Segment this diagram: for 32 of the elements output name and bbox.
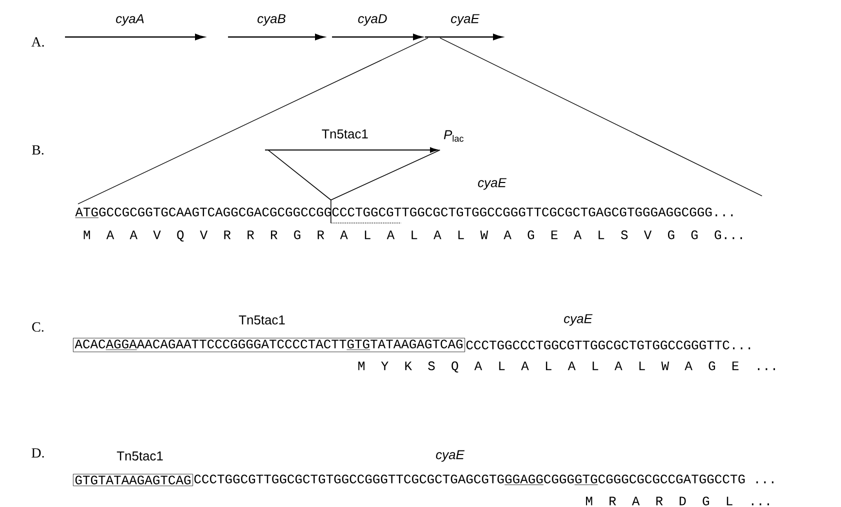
gene-label: cyaB bbox=[258, 14, 286, 26]
panel-letter: B. bbox=[32, 145, 44, 155]
node-label: GTG bbox=[347, 340, 370, 348]
label: GGAGG bbox=[505, 474, 543, 484]
label: GTG bbox=[575, 474, 598, 484]
insert-box: ACACAGGAAACAGAATTCCCGGGGATCCCCTACTTGTGTATAAGAGTCAG bbox=[73, 338, 466, 352]
label: CGGGCGCGCCGATGGCCTG ... bbox=[598, 474, 774, 484]
dna-sequence: CCCTGGCGTTGGCGCTGTGGCCGGGTTCGCGCTGAGCGTGGGAGGCGGGGTGCGGGCGCGCCGATGGCCTG ... bbox=[194, 474, 774, 485]
insert-label: Tn5tac1 bbox=[322, 129, 368, 138]
label: CGGG bbox=[544, 474, 574, 484]
amino-acid-sequence: M R A R D G L ... bbox=[586, 496, 769, 506]
gene-label: cyaE bbox=[478, 178, 507, 190]
amino-acid-sequence: M A A V Q V R R R G R A L A L A L W A G E A L S V G G G... bbox=[84, 230, 742, 242]
node-label: ACAC bbox=[74, 340, 106, 348]
insert-label: Tn5tac1 bbox=[116, 451, 163, 461]
label: CCCTGGCGTTGGCGCTGTGGCCGGGTTCGCGCTGAGCGTG bbox=[194, 474, 504, 484]
node-label: AACAGAATTCCCGGGGATCCCCTACTT bbox=[136, 340, 346, 348]
gene-label: cyaE bbox=[436, 450, 465, 462]
gene-label: cyaE bbox=[564, 314, 593, 326]
promoter-label: P$_{lac}$ bbox=[444, 130, 464, 142]
gene-label: cyaE bbox=[451, 14, 480, 26]
panel-letter: D. bbox=[32, 448, 44, 458]
amino-acid-sequence: M Y K S Q A L A L A L A L W A G E ... bbox=[358, 361, 775, 373]
node-label: AGGA bbox=[106, 340, 137, 348]
panel-letter: C. bbox=[32, 322, 44, 332]
insert-box: GTGTATAAGAGTCAG bbox=[73, 474, 193, 486]
insert-label: Tn5tac1 bbox=[238, 315, 285, 325]
panel-letter: A. bbox=[31, 37, 44, 47]
dna-sequence: ATGGCCGCGGTGCAAGTCAGGCGACGCGGCCGGCCCTGGCGTTGGCGCTGTGGCCGGGTTCGCGCTGAGCGTGGGAGGCGGG... bbox=[75, 208, 733, 218]
gene-label: cyaA bbox=[116, 14, 144, 26]
node-label: TATAAGAGTCAG bbox=[370, 340, 462, 348]
gene-label: cyaD bbox=[358, 14, 387, 26]
